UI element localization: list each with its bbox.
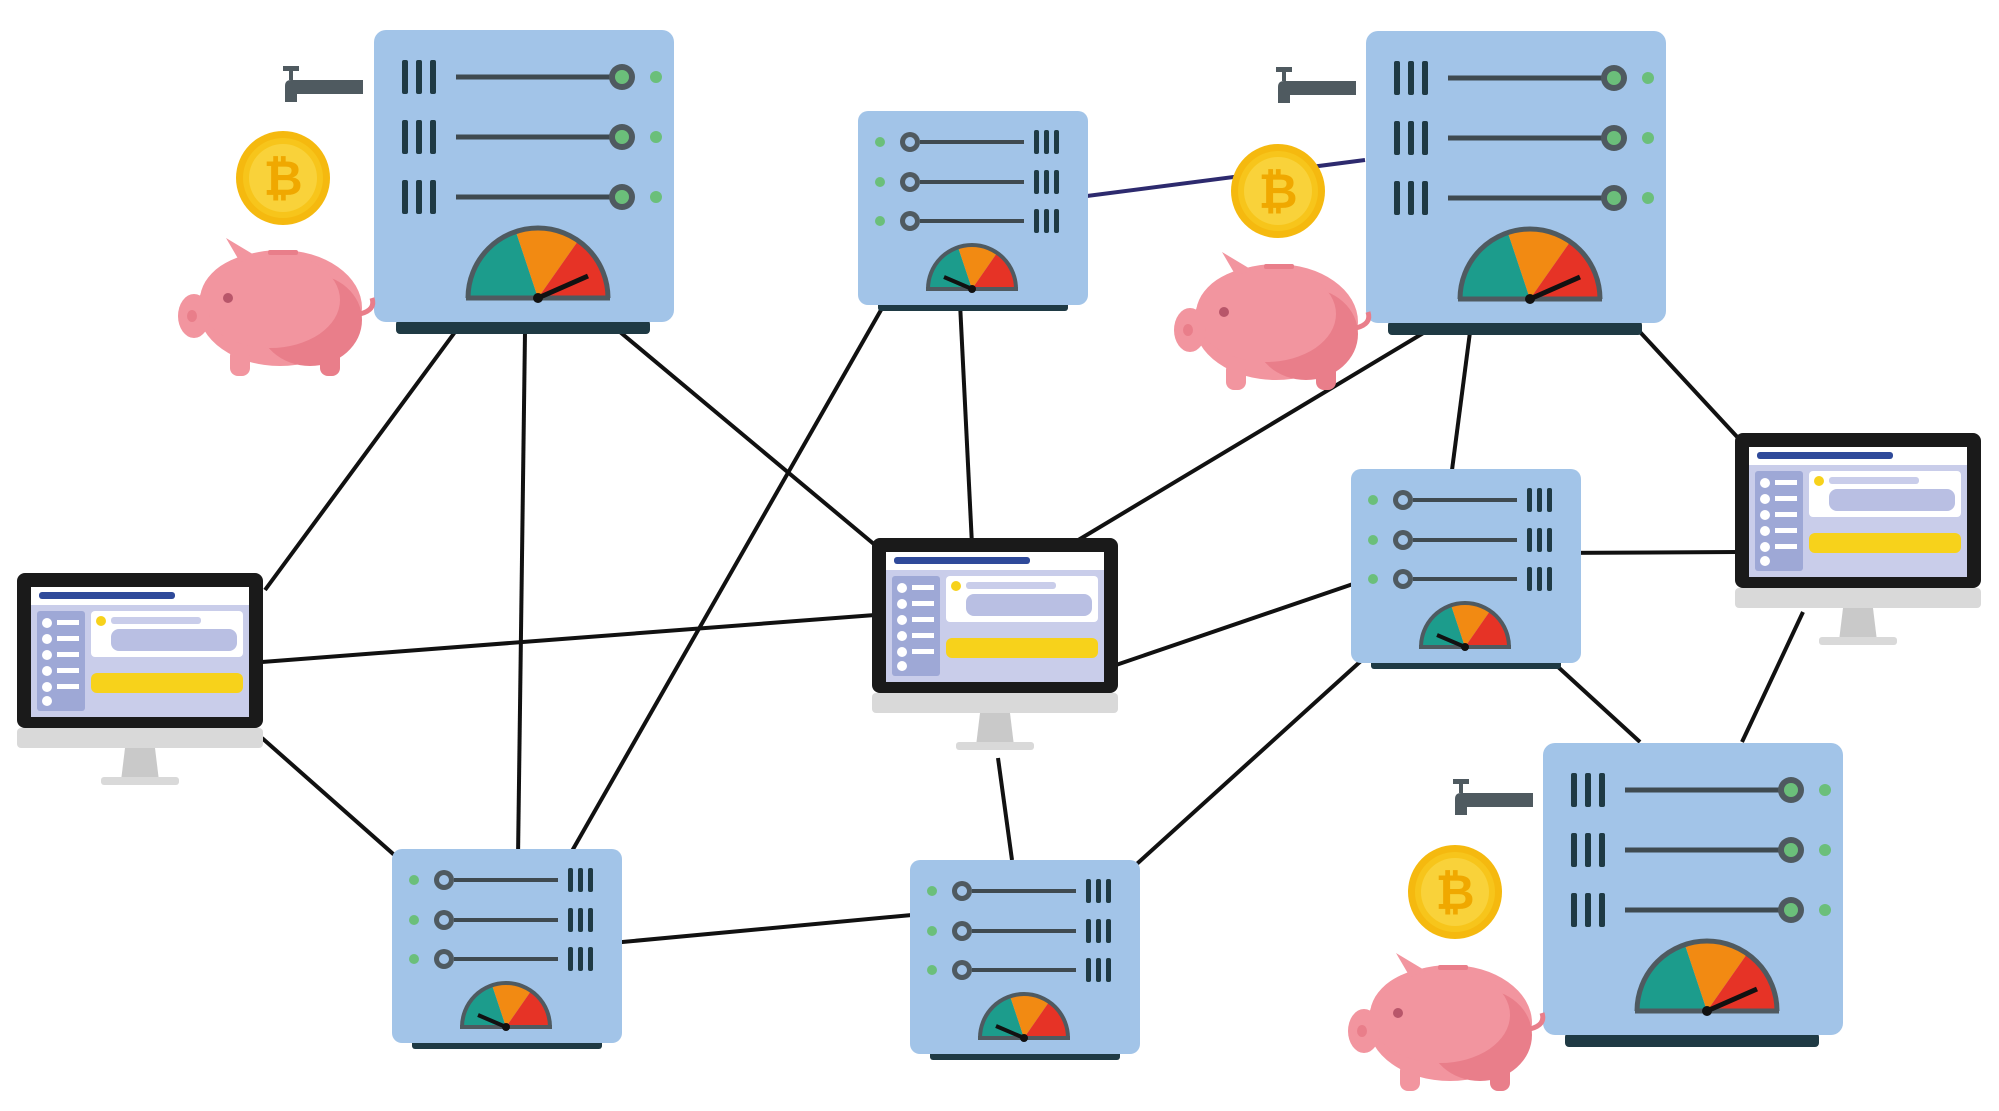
bitcoin-coin-icon (1408, 845, 1502, 939)
faucet-icon (1453, 779, 1533, 815)
server-small-bottom-left (390, 847, 624, 1051)
link (618, 330, 877, 547)
monitor-right (1735, 433, 1981, 645)
bitcoin-coin-icon (1231, 144, 1325, 238)
link (589, 913, 913, 947)
link (263, 330, 457, 592)
link (261, 613, 876, 664)
network-links (260, 302, 1805, 947)
server-small-top (856, 109, 1090, 313)
link (516, 331, 527, 859)
link (1543, 653, 1642, 744)
piggy-bank-icon (1348, 953, 1543, 1091)
monitor-center (872, 538, 1118, 750)
faucet-icon (283, 66, 363, 102)
server-small-bottom-mid (908, 858, 1142, 1062)
link (1068, 330, 1427, 547)
piggy-bank-icon (1174, 252, 1369, 390)
link (958, 302, 974, 546)
link (1106, 658, 1364, 892)
server-large-1 (178, 30, 674, 376)
bitcoin-coin-icon (236, 131, 330, 225)
link (566, 302, 887, 859)
link (996, 757, 1014, 861)
link (1740, 611, 1805, 743)
link (1115, 581, 1357, 667)
link (1638, 330, 1742, 442)
server-large-3 (1348, 743, 1843, 1091)
monitor-left (17, 573, 263, 785)
link (260, 736, 402, 862)
piggy-bank-icon (178, 238, 373, 376)
link (1450, 331, 1472, 471)
server-small-right (1349, 467, 1583, 671)
faucet-icon (1276, 67, 1356, 103)
